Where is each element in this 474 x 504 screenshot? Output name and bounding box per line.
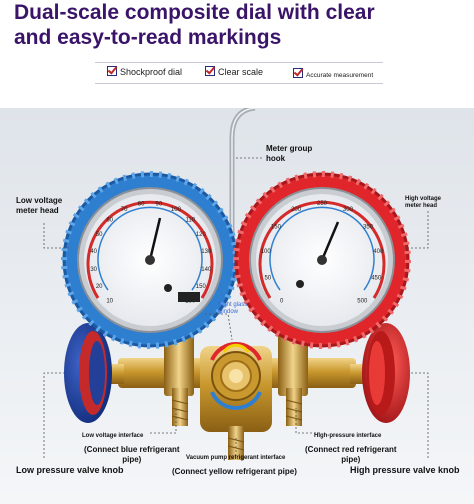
gauge-tick-label: 130 xyxy=(201,249,212,255)
leader-sight-glass xyxy=(205,313,233,341)
leader-low-iface xyxy=(150,408,177,434)
callout-line: Low voltage interface xyxy=(82,433,144,439)
gauge-tick-label: 500 xyxy=(357,298,368,304)
callout-high-knob: High pressure valve knob xyxy=(350,465,460,476)
gauge-tick-label: 100 xyxy=(171,207,182,213)
leader-high-knob xyxy=(410,372,429,458)
callout-high-iface-sub: (Connect red refrigerant pipe) xyxy=(305,445,397,465)
gauge-tick-label: 0 xyxy=(280,298,284,304)
callout-line: (Connect blue refrigerant xyxy=(84,445,180,454)
callout-sight-glass: Sight glass window xyxy=(218,302,247,316)
gauge-tick-label: 50 xyxy=(264,276,271,282)
checkbox-icon xyxy=(293,68,303,78)
callout-line: High-pressure interface xyxy=(314,433,382,439)
callout-line: Meter group xyxy=(266,144,313,153)
callout-line: High pressure valve knob xyxy=(350,465,460,475)
gauge-tick-label: 30 xyxy=(90,267,97,273)
feature-bar: Shockproof dial Clear scale Accurate mea… xyxy=(95,62,383,84)
callout-low-iface-sub: (Connect blue refrigerant pipe) xyxy=(84,445,180,465)
gauge-tick-label: 70 xyxy=(121,207,128,213)
callout-low-iface: Low voltage interface xyxy=(82,433,143,440)
gauge-tick-label: 250 xyxy=(317,201,328,207)
callout-line: meter head xyxy=(405,203,438,209)
callout-meter-hook: Meter group hook xyxy=(266,144,312,164)
high-pressure-gauge: 0 50 100 150 200 250 300 350 400 450 500 xyxy=(233,171,411,349)
gauge-tick-label: 450 xyxy=(371,276,382,282)
leader-high-head xyxy=(404,211,429,249)
callout-line: hook xyxy=(266,154,286,163)
callout-line: (Connect red refrigerant xyxy=(305,445,397,454)
gauge-tick-label: 80 xyxy=(138,202,145,208)
low-port-fitting xyxy=(172,388,188,426)
gauge-tick-label: 110 xyxy=(186,218,196,224)
gauge-tick-label: 90 xyxy=(156,202,163,208)
low-pressure-gauge: 10 20 30 40 50 60 70 80 90 100 110 120 130 140 150 160 xyxy=(61,171,239,349)
callout-low-knob: Low pressure valve knob xyxy=(16,465,124,476)
low-gauge-needle xyxy=(148,217,162,261)
checkbox-icon xyxy=(205,66,215,76)
feature-clear-scale: Clear scale xyxy=(205,66,263,77)
high-gauge-needle xyxy=(320,221,340,261)
gauge-tick-label: 40 xyxy=(90,249,97,255)
gauge-tick-label: 120 xyxy=(196,232,207,238)
leader-high-iface xyxy=(295,408,320,434)
callout-low-head: Low voltage meter head xyxy=(16,196,62,216)
feature-accurate: Accurate measurement xyxy=(293,68,373,79)
callout-line: Low voltage xyxy=(16,196,63,205)
callout-line: meter head xyxy=(16,206,59,215)
callout-line: Low pressure valve knob xyxy=(16,465,124,475)
headline-line-1: Dual-scale composite dial with clear xyxy=(14,1,375,24)
callout-line: Vacuum pump refrigerant interface xyxy=(186,455,286,461)
callout-high-head: High voltage meter head xyxy=(405,196,441,210)
callout-line: pipe) xyxy=(341,455,361,464)
gauge-tick-label: 300 xyxy=(343,207,354,213)
leader-low-head xyxy=(43,223,70,249)
gauge-tick-label: 160 xyxy=(185,298,196,304)
feature-label: Accurate measurement xyxy=(306,72,374,79)
feature-label: Shockproof dial xyxy=(120,67,183,77)
headline-line-2: and easy-to-read markings xyxy=(14,26,282,49)
callout-vacuum-iface: Vacuum pump refrigerant interface xyxy=(186,455,285,462)
leader-low-knob xyxy=(43,372,64,458)
callout-line: (Connect yellow refrigerant pipe) xyxy=(172,467,297,476)
checkbox-icon xyxy=(107,66,117,76)
gauge-tick-label: 400 xyxy=(373,249,384,255)
callout-vacuum-iface-sub: (Connect yellow refrigerant pipe) xyxy=(172,467,297,477)
gauge-tick-label: 350 xyxy=(363,225,374,231)
gauge-tick-label: 150 xyxy=(271,225,282,231)
gauge-tick-label: 20 xyxy=(96,284,103,290)
callout-line: High voltage xyxy=(405,196,442,202)
feature-label: Clear scale xyxy=(218,67,264,77)
gauge-tick-label: 140 xyxy=(201,267,212,273)
gauge-tick-label: 10 xyxy=(106,298,113,304)
feature-shockproof: Shockproof dial xyxy=(107,66,182,77)
gauge-tick-label: 50 xyxy=(96,232,103,238)
gauge-tick-label: 100 xyxy=(261,249,272,255)
callout-line: Sight glass xyxy=(218,302,248,308)
headline: Dual-scale composite dial with clear and… xyxy=(14,0,464,50)
callout-line: window xyxy=(218,309,239,315)
callout-high-iface: High-pressure interface xyxy=(314,433,381,440)
callout-line: pipe) xyxy=(122,455,142,464)
gauge-tick-label: 60 xyxy=(106,218,113,224)
high-port-fitting xyxy=(286,388,302,426)
gauge-tick-label: 150 xyxy=(196,284,207,290)
gauge-tick-label: 200 xyxy=(291,207,302,213)
